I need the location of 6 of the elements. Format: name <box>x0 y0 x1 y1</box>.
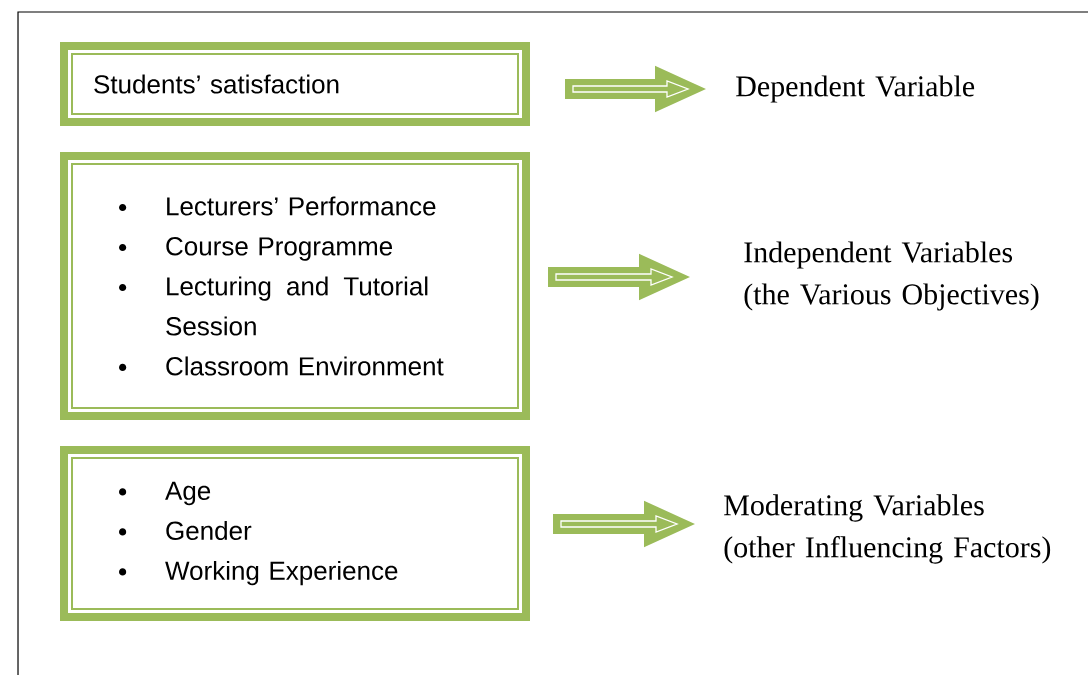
bullet-list-box: Age Gender Working Experience <box>60 446 530 621</box>
variable-label: Moderating Variables (other Influencing Factors) <box>724 494 1051 564</box>
bullet-list-box: Lecturers’ Performance Course Programme Lecturing and Tutorial Session Classroom Environment <box>60 152 530 420</box>
text-box: Students’ satisfaction <box>60 42 530 126</box>
variable-label: Dependent Variable <box>736 75 975 103</box>
variable-label: Independent Variables (the Various Objectives) <box>744 241 1039 311</box>
